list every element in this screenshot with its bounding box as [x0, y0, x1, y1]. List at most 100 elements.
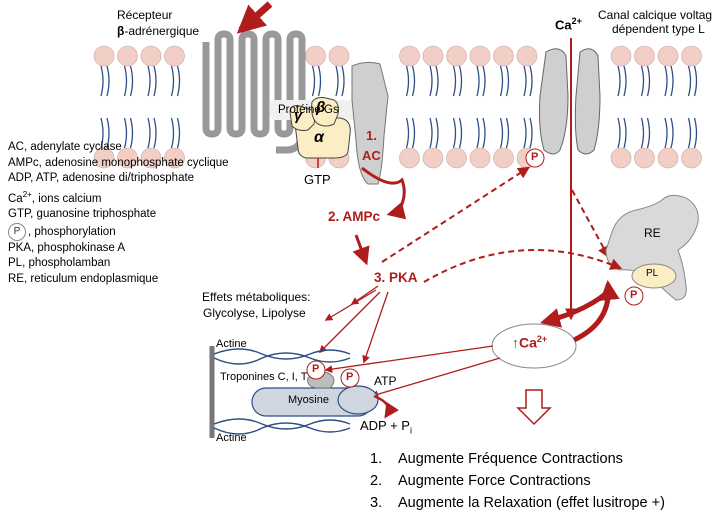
abbr-item-pka: PKA, phosphokinase A: [8, 241, 125, 254]
p-re-marker: [624, 286, 644, 306]
channel-to-re-dashed: [571, 189, 610, 259]
receptor-label-line1: Récepteur: [117, 8, 173, 22]
abbr-ca-charge: 2+: [22, 189, 32, 199]
metabolic-label-line2: Glycolyse, Lipolyse: [203, 306, 306, 320]
outcome-text: Augmente Fréquence Contractions: [398, 451, 623, 467]
calcium-symbol: Ca: [555, 17, 572, 33]
receptor-beta-symbol: β: [117, 24, 125, 38]
adp-label: ADP + Pi: [360, 418, 412, 436]
actin-top2: [213, 352, 351, 365]
stimulus-arrow: [236, 1, 273, 34]
ca-to-troponin-arrow: [324, 345, 494, 373]
pka-label: 3. PKA: [374, 270, 418, 285]
actin-bottom-label: Actine: [216, 432, 247, 444]
phospho-icon: P: [8, 222, 26, 241]
actin-bottom2: [213, 422, 351, 435]
ac-to-ampc-arrow: [361, 166, 407, 220]
metabolic-label-line1: Effets métaboliques:: [202, 290, 311, 304]
abbr-phospho-text: , phosphorylation: [28, 225, 116, 238]
beta-receptor: [202, 30, 306, 154]
calcium-channel-right: [574, 48, 601, 155]
lipid-molecule: [657, 45, 679, 169]
receptor-label-line2: β-adrénergique: [117, 24, 199, 38]
lipid-molecule: [117, 45, 138, 169]
actin-top-label: Actine: [216, 338, 247, 350]
lipid-molecule: [634, 45, 655, 169]
p-troponin-marker: [306, 360, 326, 380]
lipid-molecule: [140, 45, 162, 169]
pka-to-channel-dashed: [381, 166, 531, 263]
pl-label: PL: [646, 268, 659, 279]
lipid-molecule: [399, 45, 420, 169]
pka-to-re-dashed: [423, 249, 623, 283]
p-myosin-label: P: [346, 371, 354, 383]
outcome-arrow: [516, 389, 552, 426]
p-myosin-marker: [340, 368, 360, 388]
lipid-molecule: [469, 45, 491, 169]
pka-to-troponin-arrow: [318, 291, 381, 354]
outcome-number: 2.: [370, 473, 383, 489]
beta-subunit: [311, 97, 339, 127]
lipid-molecule: [422, 45, 444, 169]
outcome-item-1: 1. Augmente Fréquence Contractions: [370, 448, 665, 470]
abbr-item-gtp: GTP, guanosine triphosphate: [8, 208, 157, 221]
lipid-molecule: [681, 45, 702, 169]
abbr-ca-text: , ions calcium: [31, 192, 102, 205]
troponin-label: Troponines C, I, T: [220, 371, 308, 383]
actin-bottom: [213, 418, 351, 430]
ampc-label: 2. AMPc: [328, 209, 381, 224]
re-label: RE: [644, 226, 661, 240]
outcome-item-2: 2. Augmente Force Contractions: [370, 470, 665, 492]
outcome-number: 1.: [370, 451, 383, 467]
alpha-label: α: [314, 129, 324, 146]
gs-protein-label: Protéine Gs: [278, 104, 339, 116]
atp-label: ATP: [374, 374, 397, 388]
atp-hydrolysis-arrow: [373, 394, 399, 419]
calcium-channel-left: [539, 48, 569, 155]
gamma-label: γ: [294, 107, 303, 124]
ac-label: AC: [362, 148, 381, 163]
calcium-increase-charge: 2+: [536, 334, 548, 344]
lipid-molecule: [610, 45, 632, 169]
ac-step-number: 1.: [366, 128, 377, 143]
channel-label-line1: Canal calcique voltage: [598, 8, 712, 22]
lipid-molecule: [93, 45, 115, 169]
abbr-item-pl: PL, phospholamban: [8, 257, 111, 270]
receptor-label-text: -adrénergique: [124, 24, 200, 38]
calcium-increase-symbol: Ca: [519, 334, 537, 351]
outcome-text: Augmente Force Contractions: [398, 473, 591, 489]
actin-top: [213, 348, 351, 360]
up-arrow-glyph: ↑: [512, 334, 519, 351]
abbreviation-legend: AC, adenylate cyclase AMPc, adenosine mo…: [8, 140, 229, 288]
p-channel-label: P: [531, 151, 539, 163]
pka-to-myosin-arrow: [362, 291, 389, 364]
ampc-to-pka-arrow: [352, 234, 370, 266]
p-troponin-label: P: [312, 363, 320, 375]
abbr-item-phospho: P, phosphorylation: [8, 222, 229, 241]
re-uptake-arrow: [572, 280, 620, 343]
cell-membrane: [93, 45, 702, 169]
abbr-item-ac: AC, adenylate cyclase: [8, 141, 122, 153]
p-channel-marker: [525, 148, 545, 168]
adenylate-cyclase: [351, 61, 389, 185]
outcome-text: Augmente la Relaxation (effet lusitrope …: [398, 495, 665, 511]
outcome-list: 1. Augmente Fréquence Contractions 2. Augm…: [370, 448, 665, 514]
pka-to-metabolic2-arrow: [324, 289, 377, 321]
calcium-increase-label: ↑Ca2+: [512, 334, 547, 351]
myosin-head: [337, 385, 379, 415]
channel-label-line2: dépendent type L: [612, 22, 705, 37]
calcium-ion-label: Ca2+: [555, 16, 582, 33]
abbr-item-re: RE, reticulum endoplasmique: [8, 272, 159, 285]
adp-sub: i: [409, 425, 412, 436]
lipid-molecule: [446, 45, 467, 169]
gtp-label: GTP: [304, 172, 331, 187]
p-re-label: P: [630, 289, 638, 301]
beta-label: β: [316, 99, 326, 116]
pka-to-metabolic-arrow: [350, 285, 379, 305]
abbr-item-ca: Ca2+, ions calcium: [8, 187, 229, 207]
myosin-label: Myosine: [288, 394, 329, 406]
ca-to-myosin-arrow: [370, 357, 501, 398]
